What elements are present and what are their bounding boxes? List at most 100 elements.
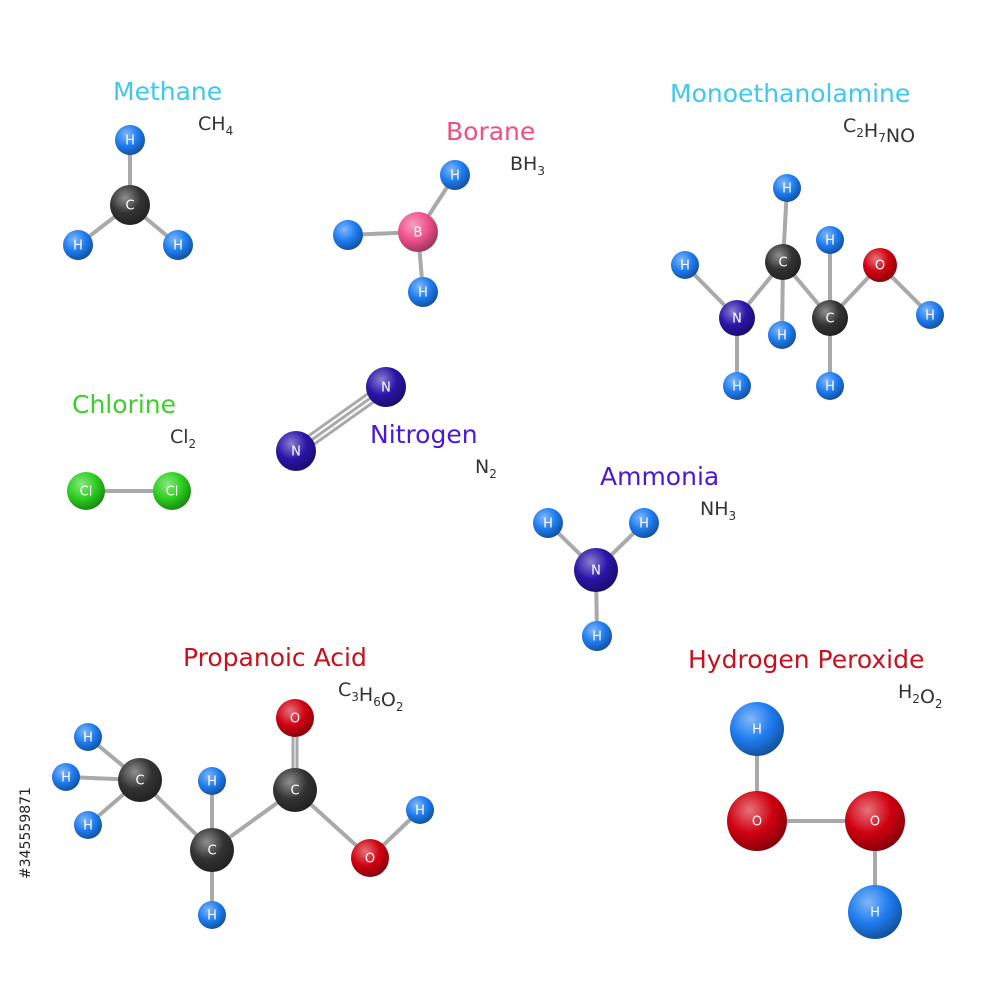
nitrogen-atom-label: N bbox=[381, 381, 391, 396]
nitrogen-atom-n: N bbox=[366, 367, 406, 407]
monoethanolamine-atom-h: H bbox=[773, 174, 801, 202]
chlorine-formula: Cl2 bbox=[170, 426, 196, 451]
propanoic-acid-atom-o: O bbox=[351, 839, 389, 877]
monoethanolamine-atom-h: H bbox=[671, 251, 699, 279]
monoethanolamine-atom-label: H bbox=[925, 309, 935, 324]
nitrogen-title: Nitrogen bbox=[370, 420, 478, 449]
ammonia-atom-label: H bbox=[639, 517, 649, 532]
monoethanolamine-atom-label: N bbox=[732, 312, 742, 327]
hydrogen-peroxide-atom-label: H bbox=[752, 723, 762, 738]
monoethanolamine-atom-h: H bbox=[816, 226, 844, 254]
hydrogen-peroxide-formula: H2O2 bbox=[898, 681, 943, 711]
propanoic-acid-atom-label: O bbox=[290, 712, 300, 727]
monoethanolamine-title: Monoethanolamine bbox=[670, 79, 910, 108]
monoethanolamine-atom-o: O bbox=[863, 248, 897, 282]
propanoic-acid-atom-h: H bbox=[52, 763, 80, 791]
methane-atom-h: H bbox=[115, 125, 145, 155]
methane-atom-label: H bbox=[73, 239, 83, 254]
stock-id-label: #345559871 bbox=[6, 765, 36, 905]
methane-atom-label: H bbox=[173, 239, 183, 254]
propanoic-acid-atom-label: H bbox=[83, 819, 93, 834]
propanoic-acid-atom-label: C bbox=[135, 774, 144, 789]
hydrogen-peroxide-atom-h: H bbox=[848, 885, 902, 939]
propanoic-acid-atom-h: H bbox=[74, 811, 102, 839]
borane-atom-b: B bbox=[398, 212, 438, 252]
propanoic-acid-atom-label: H bbox=[415, 804, 425, 819]
propanoic-acid-atom-c: C bbox=[118, 758, 162, 802]
ammonia-atom-h: H bbox=[582, 621, 612, 651]
monoethanolamine-atom-label: H bbox=[782, 182, 792, 197]
propanoic-acid-atom-h: H bbox=[198, 767, 226, 795]
borane-atom-h bbox=[333, 220, 363, 250]
chlorine-atom-cl: Cl bbox=[153, 472, 191, 510]
monoethanolamine-atom-h: H bbox=[916, 301, 944, 329]
methane-atom-h: H bbox=[163, 230, 193, 260]
ammonia-formula: NH3 bbox=[700, 498, 736, 523]
propanoic-acid-atom-h: H bbox=[406, 796, 434, 824]
ammonia-atom-h: H bbox=[629, 508, 659, 538]
propanoic-acid-atom-label: H bbox=[61, 771, 71, 786]
monoethanolamine-atom-label: H bbox=[732, 380, 742, 395]
chlorine-atom-cl: Cl bbox=[67, 472, 105, 510]
hydrogen-peroxide-atom-o: O bbox=[845, 791, 905, 851]
methane-atom-h: H bbox=[63, 230, 93, 260]
monoethanolamine-atom-label: O bbox=[875, 259, 885, 274]
hydrogen-peroxide-atom-o: O bbox=[727, 791, 787, 851]
monoethanolamine-atom-h: H bbox=[768, 321, 796, 349]
monoethanolamine-atom-label: H bbox=[825, 234, 835, 249]
hydrogen-peroxide-atom-h: H bbox=[730, 702, 784, 756]
methane-atom-c: C bbox=[110, 185, 150, 225]
propanoic-acid-atom-h: H bbox=[198, 901, 226, 929]
borane-atom-h: H bbox=[440, 160, 470, 190]
ammonia-atom-label: N bbox=[591, 564, 601, 579]
monoethanolamine-formula: C2H7NO bbox=[843, 115, 915, 147]
propanoic-acid-atom-label: H bbox=[207, 775, 217, 790]
propanoic-acid-atom-o: O bbox=[276, 699, 314, 737]
propanoic-acid-title: Propanoic Acid bbox=[183, 643, 367, 672]
monoethanolamine-atom-label: H bbox=[680, 259, 690, 274]
bonds-layer bbox=[64, 138, 932, 917]
borane-atom-label: H bbox=[418, 286, 428, 301]
borane-atom-h: H bbox=[408, 277, 438, 307]
methane-title: Methane bbox=[113, 77, 222, 106]
ammonia-atom-label: H bbox=[543, 517, 553, 532]
chlorine-title: Chlorine bbox=[72, 390, 176, 419]
ammonia-title: Ammonia bbox=[600, 462, 719, 491]
propanoic-acid-atom-label: O bbox=[365, 852, 375, 867]
ammonia-atom-n: N bbox=[574, 548, 618, 592]
chlorine-atom-label: Cl bbox=[80, 485, 93, 500]
propanoic-acid-atom-c: C bbox=[190, 828, 234, 872]
propanoic-acid-atom-label: H bbox=[207, 909, 217, 924]
monoethanolamine-atom-c: C bbox=[812, 300, 848, 336]
nitrogen-formula: N2 bbox=[475, 456, 497, 481]
chlorine-atom-label: Cl bbox=[166, 485, 179, 500]
borane-atom-label: B bbox=[414, 226, 423, 241]
hydrogen-peroxide-atom-label: O bbox=[752, 815, 762, 830]
hydrogen-peroxide-title: Hydrogen Peroxide bbox=[688, 645, 924, 674]
monoethanolamine-atom-c: C bbox=[765, 244, 801, 280]
stock-id-text: #345559871 bbox=[18, 787, 34, 879]
propanoic-acid-atom-c: C bbox=[273, 768, 317, 812]
ammonia-atom-label: H bbox=[592, 630, 602, 645]
monoethanolamine-atom-label: C bbox=[778, 256, 787, 271]
ammonia-atom-h: H bbox=[533, 508, 563, 538]
monoethanolamine-atom-label: C bbox=[825, 312, 834, 327]
propanoic-acid-atom-h: H bbox=[74, 723, 102, 751]
monoethanolamine-atom-label: H bbox=[777, 329, 787, 344]
methane-atom-label: C bbox=[125, 199, 134, 214]
propanoic-acid-atom-label: C bbox=[207, 844, 216, 859]
hydrogen-peroxide-atom-label: O bbox=[870, 815, 880, 830]
monoethanolamine-atom-n: N bbox=[719, 300, 755, 336]
borane-formula: BH3 bbox=[510, 153, 545, 178]
borane-title: Borane bbox=[446, 117, 535, 146]
propanoic-acid-formula: C3H6O2 bbox=[338, 679, 403, 714]
monoethanolamine-atom-label: H bbox=[825, 380, 835, 395]
monoethanolamine-atom-h: H bbox=[723, 372, 751, 400]
nitrogen-atom-n: N bbox=[276, 431, 316, 471]
hydrogen-peroxide-atom-label: H bbox=[870, 906, 880, 921]
propanoic-acid-atom-label: C bbox=[290, 784, 299, 799]
methane-atom-label: H bbox=[125, 134, 135, 149]
